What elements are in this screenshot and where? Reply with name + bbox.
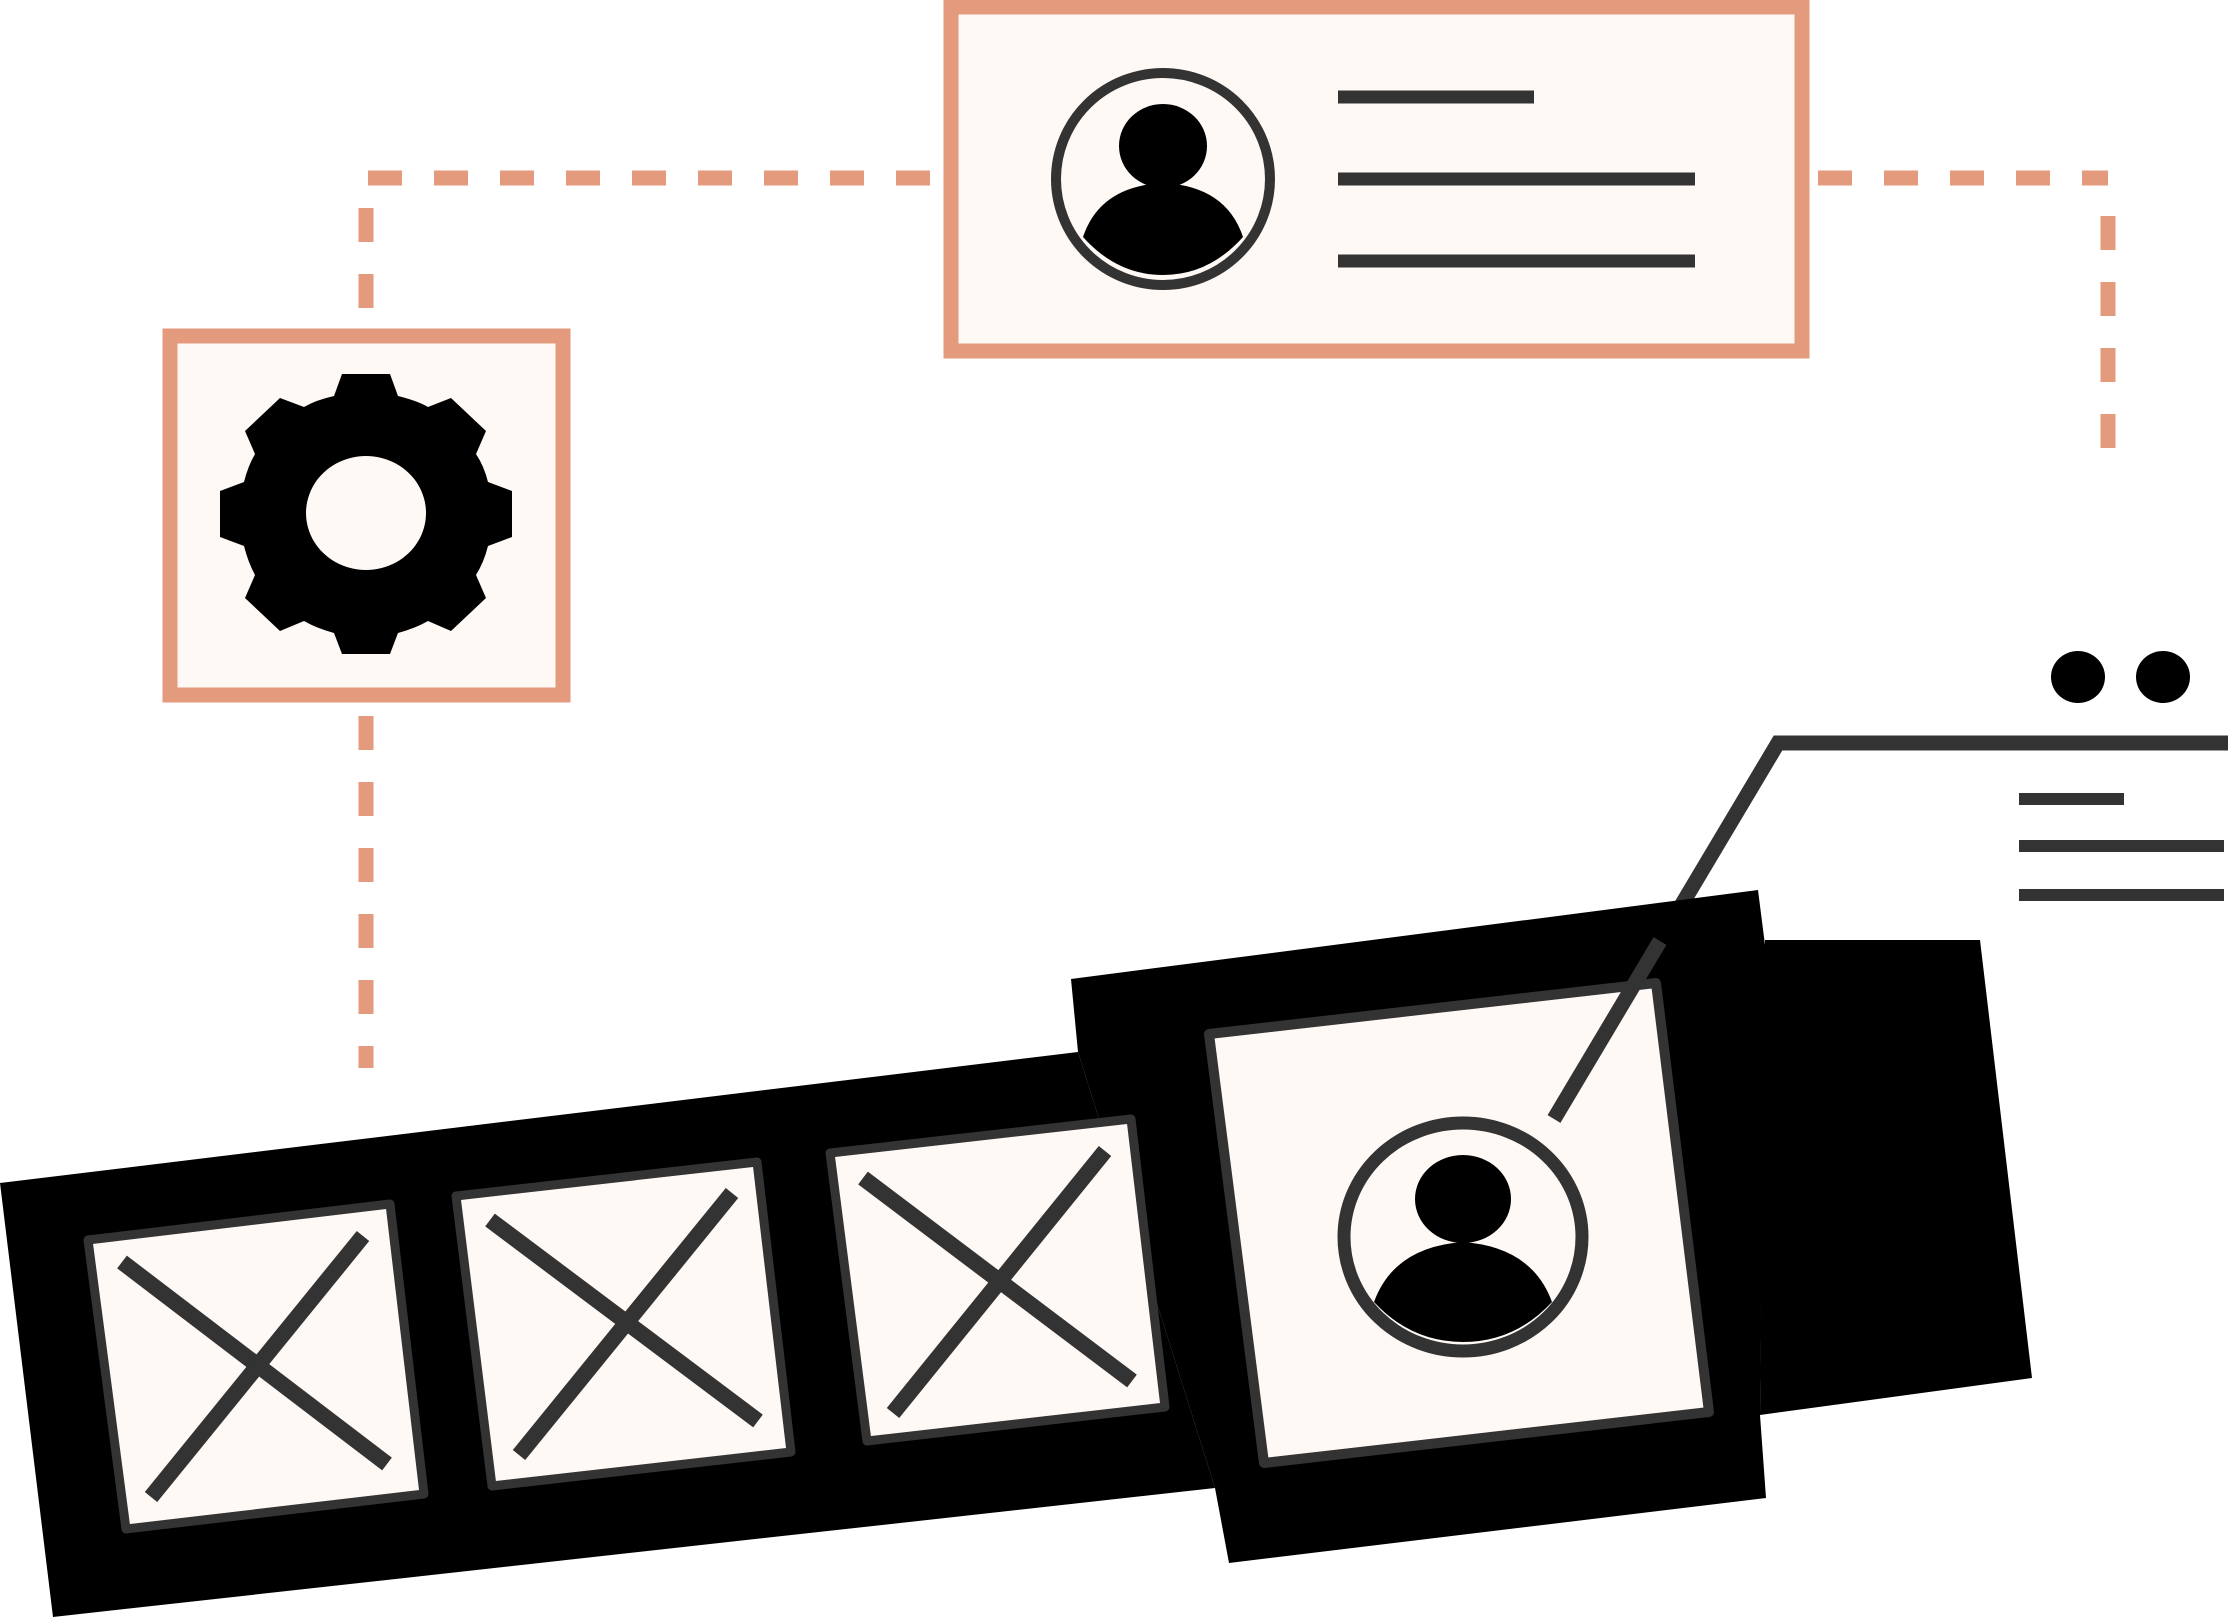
placeholder-image-icon: [858, 1145, 1137, 1419]
detail-panel: [1547, 651, 2228, 1123]
placeholder-image-card: [825, 1114, 1170, 1446]
dashed-connectors: [358, 170, 2116, 1068]
image-strip: [0, 890, 2032, 1617]
user-icon: [1051, 68, 1275, 290]
profile-text-lines: [1338, 90, 1695, 268]
detail-text-lines: [2019, 793, 2224, 901]
strip-background-right: [1760, 940, 2032, 1415]
user-icon: [1337, 1116, 1589, 1358]
gear-icon: [220, 374, 512, 654]
settings-card: [162, 328, 571, 703]
more-options-icon: [2051, 651, 2190, 703]
placeholder-image-icon: [485, 1187, 763, 1461]
placeholder-image-card: [83, 1199, 429, 1534]
callout-pointer-overlay: [1547, 937, 1667, 1123]
selected-user-card: [1204, 978, 1714, 1468]
profile-card: [943, 0, 1810, 359]
placeholder-image-icon: [117, 1230, 392, 1503]
placeholder-image-card: [451, 1157, 796, 1491]
